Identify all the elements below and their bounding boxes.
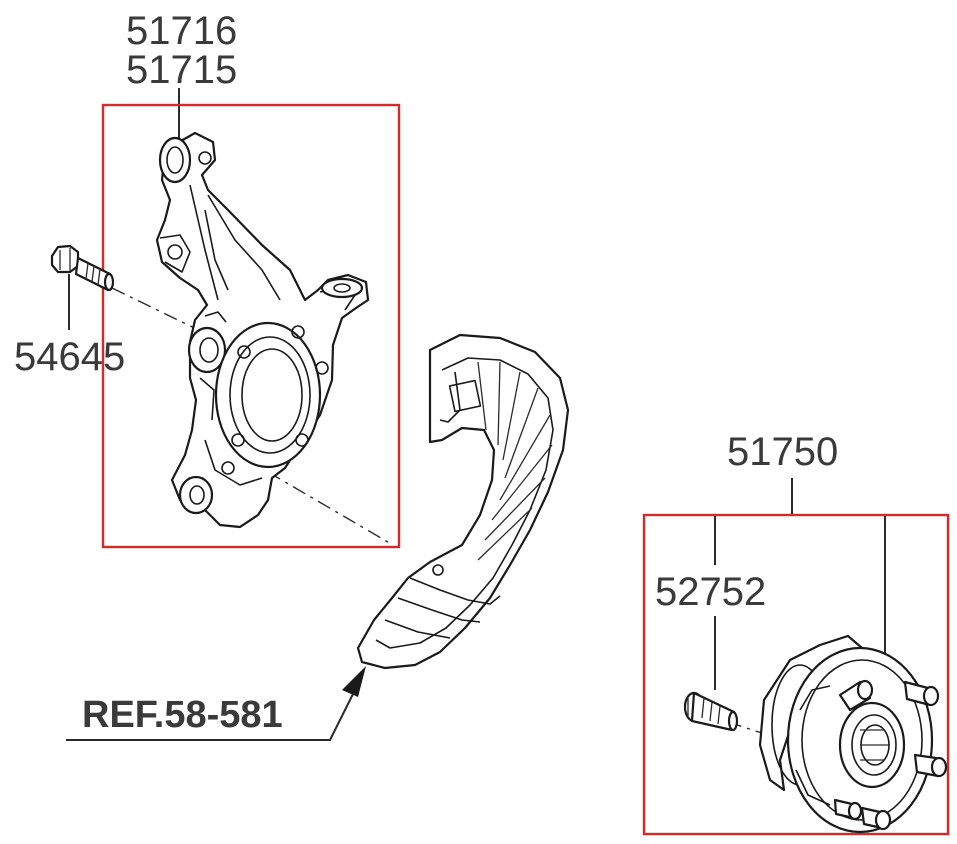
leader-lines: [66, 88, 886, 741]
hub-frame: [642, 513, 950, 836]
label-51716: 51716: [126, 9, 237, 53]
hub-bolt: [683, 691, 739, 732]
label-reference: REF.58-581: [82, 694, 283, 736]
reference-arrow-icon: [342, 666, 366, 697]
knuckle-frame: [101, 103, 401, 549]
label-51715: 51715: [126, 48, 237, 92]
steering-knuckle: [155, 131, 370, 529]
dust-shield: [356, 333, 570, 670]
label-54645: 54645: [14, 335, 125, 379]
label-51750: 51750: [727, 430, 838, 474]
knuckle-bolt: [50, 244, 115, 292]
wheel-studs: [833, 679, 948, 831]
wheel-hub-assembly: [758, 634, 948, 834]
label-52752: 52752: [655, 570, 766, 614]
